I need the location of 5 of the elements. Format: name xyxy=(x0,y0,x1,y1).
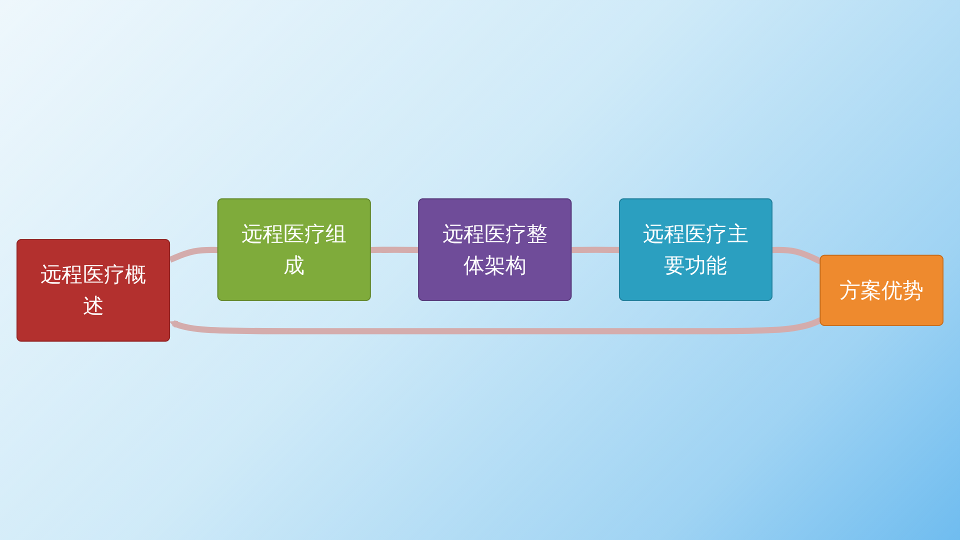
connector xyxy=(370,246,420,254)
connector xyxy=(572,246,620,254)
arrow xyxy=(170,317,822,334)
connector xyxy=(772,246,822,264)
connector xyxy=(168,246,218,263)
